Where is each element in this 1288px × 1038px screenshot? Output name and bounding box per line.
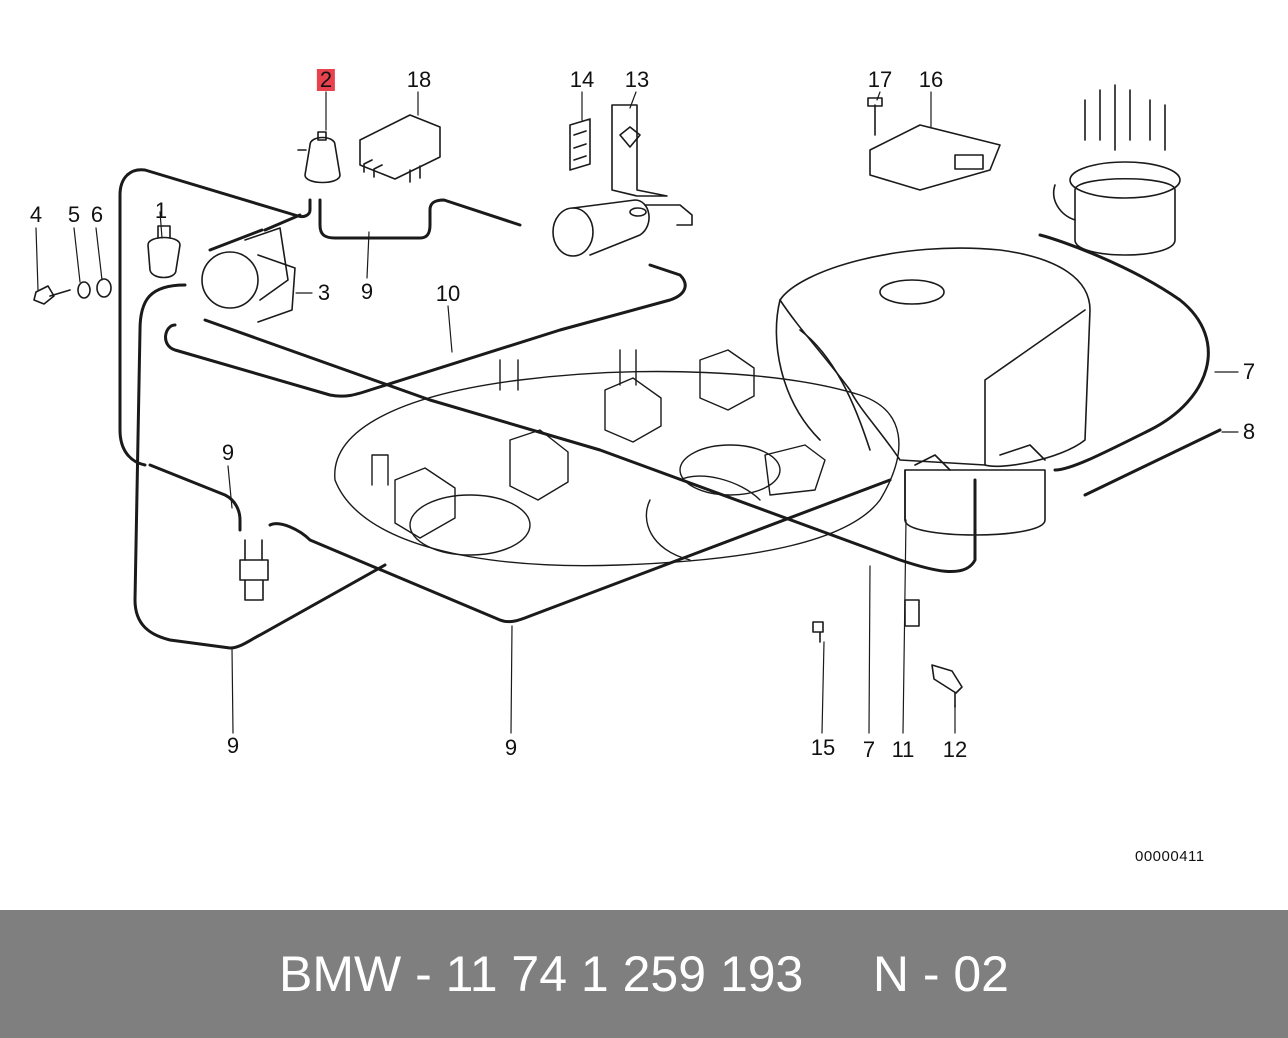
components bbox=[33, 97, 1001, 708]
parts-diagram: 2 18 14 13 17 16 4 5 6 1 3 9 10 7 8 9 9 … bbox=[29, 67, 1256, 865]
callout-9-top[interactable]: 9 bbox=[360, 279, 374, 304]
diagram-reference-code: 00000411 bbox=[1135, 848, 1205, 865]
part-number-footer: BMW - 11 74 1 259 193 N - 02 bbox=[0, 910, 1288, 1038]
callout-16[interactable]: 16 bbox=[918, 67, 944, 92]
vacuum-hoses bbox=[118, 168, 1222, 650]
intake-manifold bbox=[334, 349, 900, 567]
callout-7-right[interactable]: 7 bbox=[1242, 359, 1256, 384]
callout-9-bottom-mid[interactable]: 9 bbox=[504, 735, 518, 760]
callout-13[interactable]: 13 bbox=[624, 67, 650, 92]
leader-lines bbox=[35, 91, 1239, 734]
callout-3[interactable]: 3 bbox=[317, 280, 331, 305]
callout-17[interactable]: 17 bbox=[867, 67, 893, 92]
callout-18[interactable]: 18 bbox=[406, 67, 432, 92]
callout-9-left[interactable]: 9 bbox=[221, 440, 235, 465]
callout-10[interactable]: 10 bbox=[435, 281, 461, 306]
air-plenum bbox=[775, 247, 1091, 536]
diagram-drawing bbox=[33, 84, 1239, 734]
callout-2[interactable]: 2 bbox=[316, 69, 336, 91]
callout-5[interactable]: 5 bbox=[67, 202, 81, 227]
callout-4[interactable]: 4 bbox=[29, 202, 43, 227]
callout-1[interactable]: 1 bbox=[154, 198, 168, 223]
callout-9-bottom-left[interactable]: 9 bbox=[226, 733, 240, 758]
callout-8[interactable]: 8 bbox=[1242, 419, 1256, 444]
callout-11[interactable]: 11 bbox=[891, 737, 915, 762]
callout-7-bottom[interactable]: 7 bbox=[862, 737, 876, 762]
callout-15[interactable]: 15 bbox=[810, 735, 836, 760]
callout-6[interactable]: 6 bbox=[90, 202, 104, 227]
callout-12[interactable]: 12 bbox=[942, 737, 968, 762]
callout-14[interactable]: 14 bbox=[569, 67, 595, 92]
distributor bbox=[1053, 84, 1181, 256]
part-number-text: BMW - 11 74 1 259 193 N - 02 bbox=[279, 946, 1009, 1002]
